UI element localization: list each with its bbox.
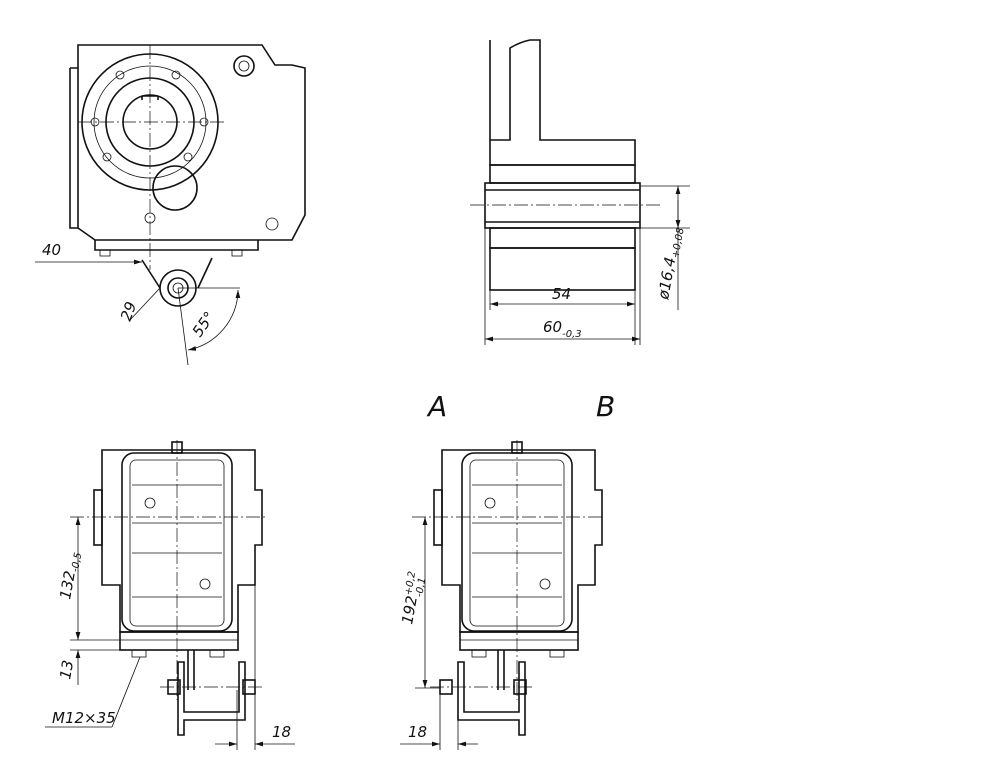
bushing-section-view: 54 60-0,3 ø16,4+0,08 bbox=[470, 39, 690, 345]
gearbox-front-view: 40 29 55° bbox=[35, 44, 306, 366]
view-label-b: B bbox=[596, 390, 615, 423]
dim-height-b-tol-upper: +0,2 bbox=[403, 570, 418, 596]
view-a: 132-0,5 13 M12×35 18 bbox=[45, 440, 295, 750]
dim-height-b-label: 192+0,2-0,1 bbox=[398, 570, 429, 626]
dim-base-label: 13 bbox=[56, 659, 77, 681]
view-label-a: A bbox=[426, 390, 447, 423]
dim-height-b-tol-lower: -0,1 bbox=[414, 577, 428, 598]
dim-diameter-tol: +0,08 bbox=[670, 227, 686, 259]
dim-radius-label: 29 bbox=[117, 299, 140, 323]
bolt-spec-label: M12×35 bbox=[52, 709, 116, 727]
dim-outer-length-label: 60-0,3 bbox=[543, 318, 582, 340]
dim-outer-length-tol: -0,3 bbox=[562, 329, 582, 340]
dim-height-b-value: 192 bbox=[398, 594, 421, 625]
dim-offset-label: 40 bbox=[42, 241, 61, 259]
dim-height-value: 132 bbox=[56, 569, 79, 600]
dim-inner-length-label: 54 bbox=[552, 285, 571, 303]
dim-outer-length-value: 60 bbox=[543, 318, 562, 336]
view-b: 192+0,2-0,1 18 bbox=[398, 440, 605, 750]
dim-diameter-label: ø16,4+0,08 bbox=[654, 225, 687, 302]
dim-angle-label: 55° bbox=[189, 308, 219, 340]
dim-diameter-value: ø16,4 bbox=[654, 256, 679, 302]
dim-height-tol: -0,5 bbox=[70, 552, 84, 573]
dim-offset-b-label: 18 bbox=[408, 723, 427, 741]
dim-offset-a-label: 18 bbox=[272, 723, 291, 741]
dim-height-label: 132-0,5 bbox=[56, 550, 84, 601]
